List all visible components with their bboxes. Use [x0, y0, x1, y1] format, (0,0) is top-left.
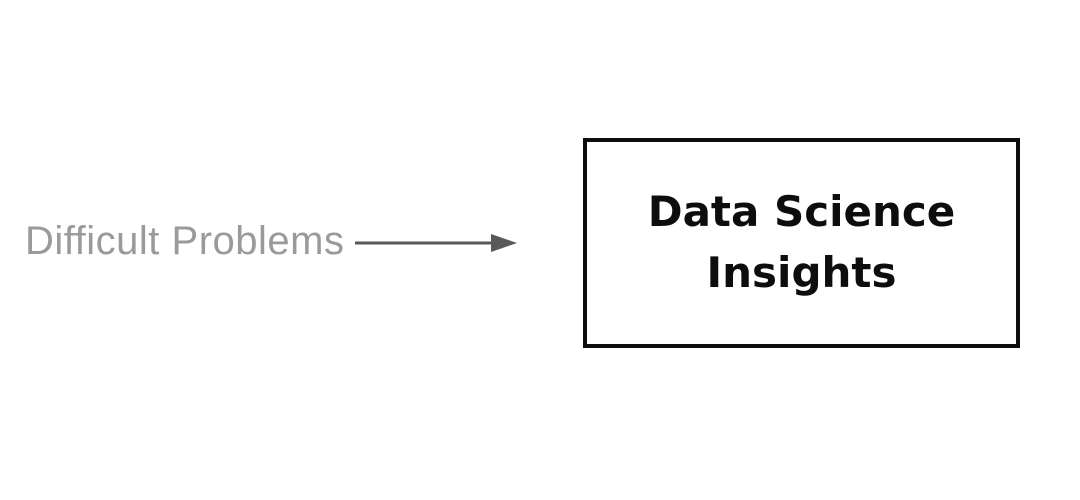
target-node-box: Data Science Insights [583, 138, 1020, 348]
target-node-label: Data Science Insights [647, 187, 956, 297]
source-node-label: Difficult Problems [25, 219, 345, 263]
right-arrow-icon [355, 234, 517, 252]
